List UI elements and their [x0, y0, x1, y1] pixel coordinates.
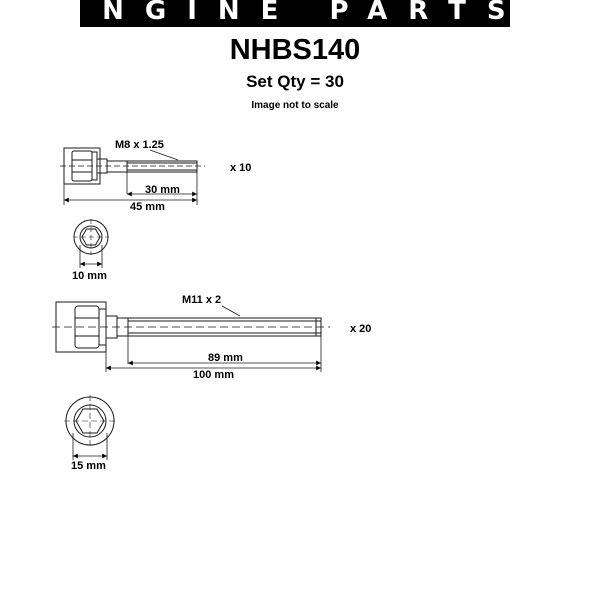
- banner-text: ENGINE PARTS: [80, 0, 510, 26]
- engine-parts-banner: ENGINE PARTS: [80, 0, 510, 27]
- small-thread-label: M8 x 1.25: [115, 139, 164, 151]
- small-thread-length-label: 30 mm: [145, 184, 180, 196]
- large-bolt-side-view: [52, 301, 330, 372]
- scale-note: Image not to scale: [251, 100, 339, 111]
- small-head-size-label: 10 mm: [72, 270, 107, 282]
- set-quantity-label: Set Qty = 30: [246, 72, 344, 91]
- large-bolt-end-view: [64, 395, 116, 460]
- small-bolt-end-view: [73, 219, 109, 268]
- large-bolt-hex-end: [75, 408, 105, 434]
- product-code-title: NHBS140: [229, 34, 361, 66]
- small-bolt-shank: [106, 160, 198, 173]
- small-quantity-label: x 10: [230, 162, 251, 174]
- large-quantity-label: x 20: [350, 323, 371, 335]
- large-head-size-label: 15 mm: [71, 460, 106, 472]
- large-thread-length-label: 89 mm: [208, 352, 243, 364]
- large-total-length-label: 100 mm: [193, 369, 234, 381]
- large-thread-label: M11 x 2: [182, 294, 221, 306]
- small-bolt-side-view: [60, 147, 205, 205]
- small-total-length-label: 45 mm: [130, 201, 165, 213]
